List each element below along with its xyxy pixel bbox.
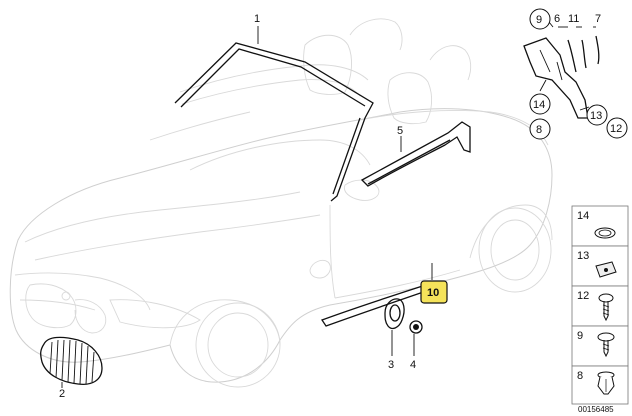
callout-6: 6: [554, 13, 560, 25]
callout-3: 3: [388, 359, 394, 371]
legend-label-12: 12: [577, 290, 589, 302]
callout-9: 9: [536, 14, 542, 26]
legend-label-14: 14: [577, 210, 589, 222]
part-windshield-trim: [174, 42, 374, 202]
callout-1: 1: [254, 13, 260, 25]
callout-2: 2: [59, 388, 65, 400]
callout-5: 5: [397, 125, 403, 137]
callout-8: 8: [536, 124, 542, 136]
callouts: 1 2 3 4 5 6 7 11 9 14 8 13 12 10: [59, 8, 628, 400]
legend-label-13: 13: [577, 250, 589, 262]
callout-10-highlight: [420, 280, 448, 304]
callout-7: 7: [595, 13, 601, 25]
part-grommet: [384, 298, 405, 330]
part-clip: [409, 320, 423, 334]
legend-label-8: 8: [577, 370, 583, 382]
callout-12: 12: [610, 123, 622, 135]
leader-lines: [61, 21, 596, 388]
diagram-id: 00156485: [578, 405, 614, 414]
part-kidney-grille: [40, 336, 103, 386]
fastener-legend: 14 13 12 9 8: [571, 205, 629, 405]
part-door-seal: [360, 121, 471, 187]
callout-4: 4: [410, 359, 416, 371]
callout-10: 10: [427, 287, 439, 299]
legend-label-9: 9: [577, 330, 583, 342]
car-outline: [9, 18, 553, 388]
callout-13: 13: [590, 110, 602, 122]
callout-14: 14: [533, 99, 545, 111]
callout-11: 11: [568, 13, 579, 25]
